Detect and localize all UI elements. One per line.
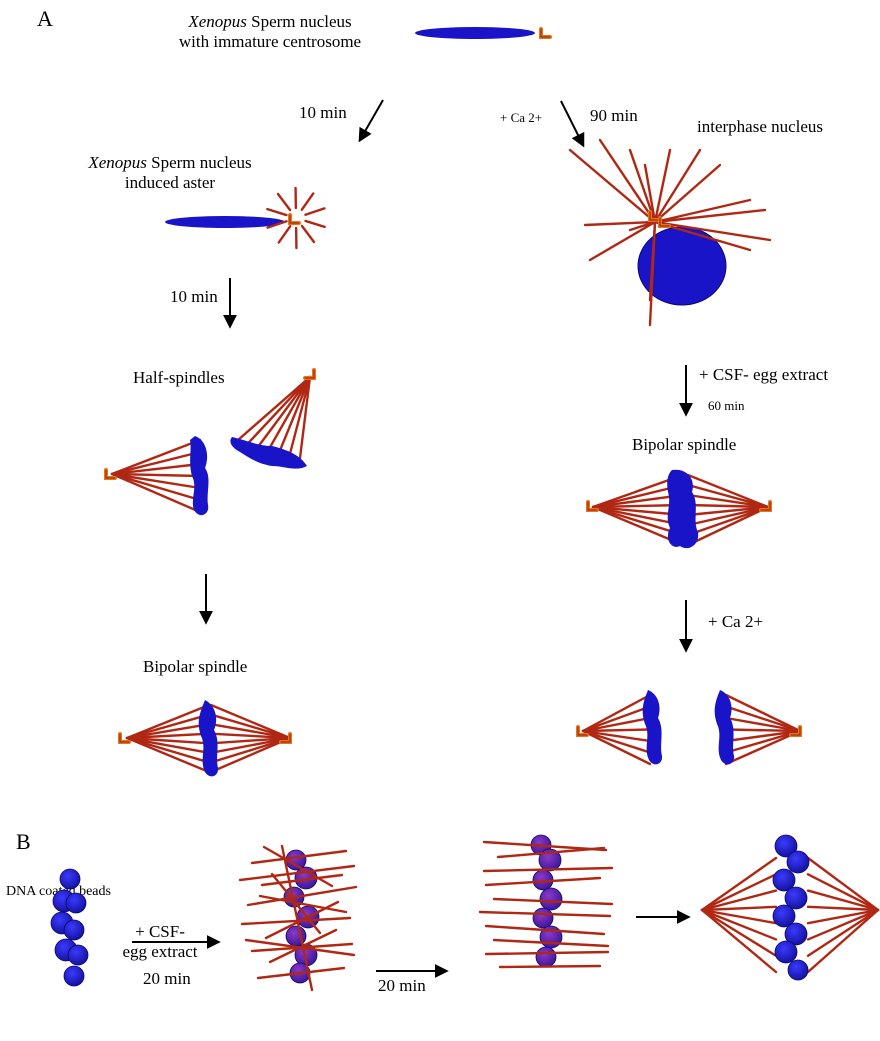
- arrow-90min: [561, 101, 583, 145]
- microtubule: [302, 226, 314, 242]
- dna-bead: [540, 888, 562, 910]
- bipolar-left-chromatin: [199, 700, 218, 776]
- microtubule: [112, 474, 200, 512]
- sperm-nucleus-aster: [165, 216, 285, 228]
- centrosome: [541, 29, 550, 37]
- anaphase-chromatin-right: [715, 690, 734, 764]
- microtubule: [808, 858, 878, 910]
- microtubule: [238, 377, 310, 440]
- microtubule: [305, 208, 324, 214]
- microtubule: [702, 858, 776, 910]
- microtubule: [702, 910, 776, 972]
- microtubule: [726, 730, 800, 732]
- microtubule: [808, 874, 878, 910]
- microtubule: [279, 226, 291, 242]
- microtubule: [486, 952, 608, 954]
- microtubule: [726, 731, 800, 753]
- microtubules: [112, 140, 878, 972]
- centrosome: [305, 370, 314, 378]
- dna-bead: [64, 920, 84, 940]
- microtubule: [306, 221, 325, 227]
- half-spindle-chromatin-left: [190, 436, 209, 515]
- sperm-nucleus-top: [415, 27, 535, 39]
- dna-bead: [775, 941, 797, 963]
- microtubule: [583, 731, 650, 753]
- microtubule: [500, 966, 600, 967]
- microtubule: [655, 210, 765, 222]
- dna-bead: [788, 960, 808, 980]
- dna-beads: [51, 835, 809, 986]
- dna-bead: [60, 869, 80, 889]
- microtubule: [211, 705, 290, 738]
- microtubule: [278, 194, 290, 210]
- dna-bead: [68, 945, 88, 965]
- centrosomes: [106, 29, 800, 742]
- anaphase-chromatin-left: [643, 690, 662, 764]
- half-spindle-chromatin-right: [230, 437, 307, 469]
- bipolar-right-chromatin: [667, 470, 698, 548]
- microtubule: [702, 874, 776, 910]
- dna-bead: [64, 966, 84, 986]
- arrow-10min-1: [360, 100, 383, 140]
- centrosome: [290, 215, 299, 223]
- microtubule: [808, 910, 878, 972]
- dna-bead: [66, 893, 86, 913]
- microtubule: [267, 209, 286, 215]
- microtubule: [688, 507, 768, 525]
- microtubule: [808, 910, 878, 939]
- microtubule: [583, 730, 650, 732]
- microtubule: [302, 193, 314, 209]
- dna-bead: [787, 851, 809, 873]
- microtubule: [484, 868, 612, 871]
- dna-bead: [533, 908, 553, 928]
- microtubule: [112, 452, 200, 474]
- microtubule: [127, 705, 209, 738]
- dna-bead: [536, 947, 556, 967]
- microtubule: [702, 910, 776, 939]
